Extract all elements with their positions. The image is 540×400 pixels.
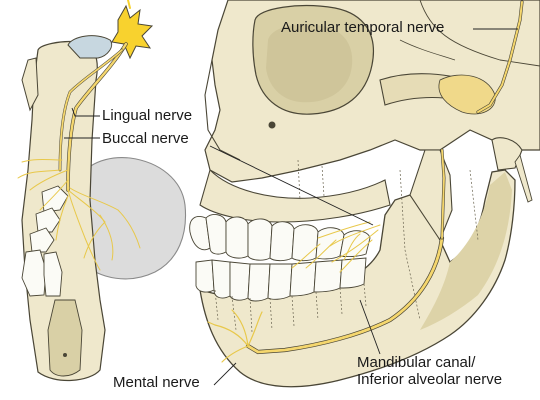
skull-nerves [207,0,524,363]
lower-teeth [195,257,367,302]
label-buccal-nerve: Buccal nerve [102,130,189,147]
mandible-section [17,0,187,382]
label-mandibular-canal-line1: Mandibular canal/ [357,354,476,371]
bone-column [21,40,106,382]
label-mental-nerve: Mental nerve [113,374,200,391]
leader-lines [64,28,518,386]
label-auricular-temporal-nerve: Auricular temporal nerve [281,19,445,36]
temporal-fossa [438,74,496,115]
nasal-area [204,59,241,161]
label-inferior-alveolar-nerve-line2: Inferior alveolar nerve [357,371,503,388]
ganglion [111,4,154,60]
marrow [47,299,83,377]
skull [189,0,540,388]
label-mandibular-canal: Mandibular canal/ Inferior alveolar nerv… [357,354,502,388]
label-lingual-nerve: Lingual nerve [102,107,193,124]
upper-teeth [189,214,371,262]
orbit-inner [266,24,353,103]
